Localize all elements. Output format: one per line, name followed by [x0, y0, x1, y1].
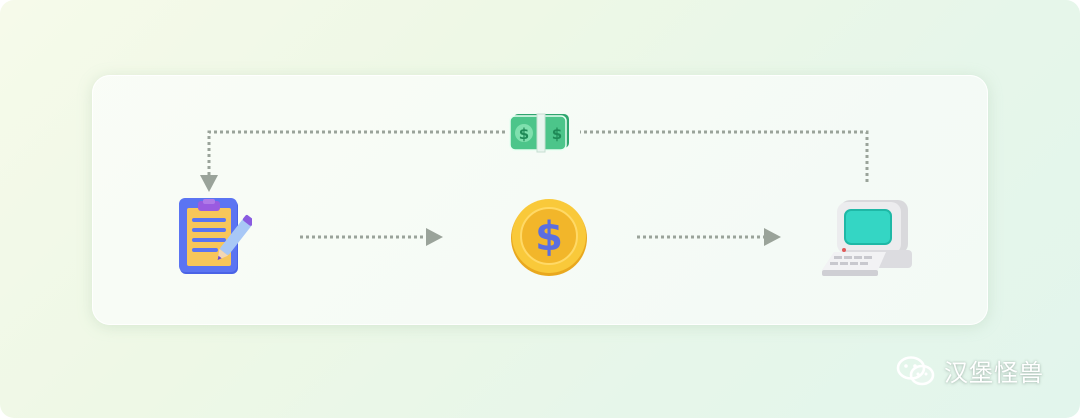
dollar-coin-icon: $: [511, 199, 587, 276]
coin-node: $: [509, 197, 589, 281]
svg-text:$: $: [552, 125, 562, 143]
edge-clipboard-to-coin: [300, 228, 443, 246]
watermark-text: 汉堡怪兽: [944, 359, 1044, 387]
edge-computer-to-clipboard-loop: [200, 130, 869, 192]
svg-text:$: $: [535, 214, 563, 260]
watermark: 汉堡怪兽: [896, 353, 1044, 388]
cash-node: $ $: [507, 110, 575, 158]
wechat-icon: [896, 355, 935, 385]
clipboard-node: [176, 196, 255, 282]
computer-node: [820, 198, 916, 284]
svg-text:$: $: [519, 125, 529, 143]
retro-computer-icon: [822, 200, 912, 276]
dollar-banknote-stack-icon: $ $: [509, 113, 569, 153]
clipboard-pencil-icon: [179, 198, 255, 274]
edge-coin-to-computer: [637, 228, 781, 246]
